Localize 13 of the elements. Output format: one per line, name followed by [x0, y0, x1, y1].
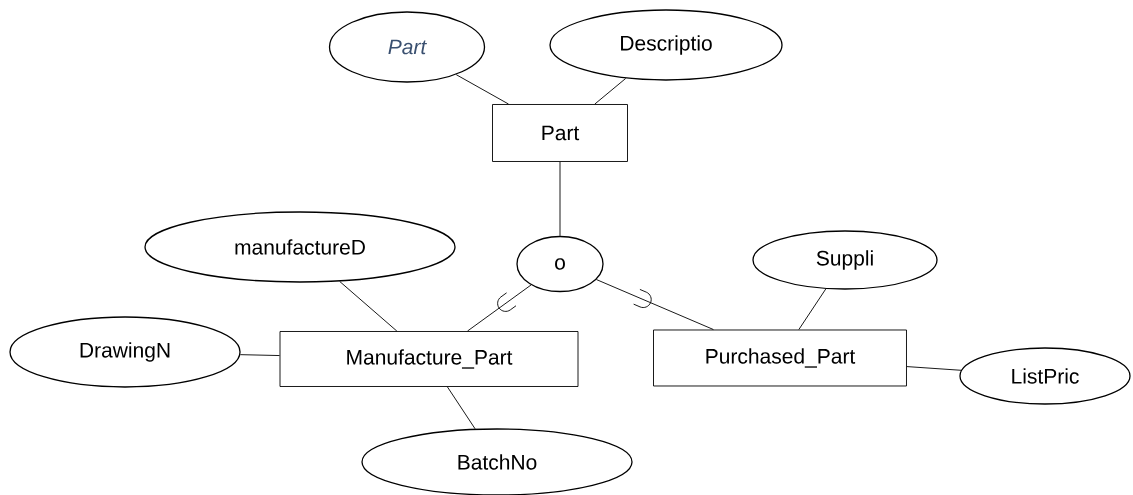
connector-line [798, 288, 827, 330]
entity-box: Part [492, 104, 628, 162]
connector-line [595, 279, 714, 330]
connector-line [467, 284, 532, 332]
entity-box: Manufacture_Part [279, 331, 579, 387]
connector-line [339, 281, 398, 332]
connector-line [447, 386, 476, 430]
connector-line [239, 354, 280, 356]
entity-box: Purchased_Part [653, 329, 907, 387]
connector-line [906, 366, 962, 371]
connector-line [559, 161, 561, 237]
connector-line [594, 78, 627, 105]
connector-line [455, 74, 509, 105]
